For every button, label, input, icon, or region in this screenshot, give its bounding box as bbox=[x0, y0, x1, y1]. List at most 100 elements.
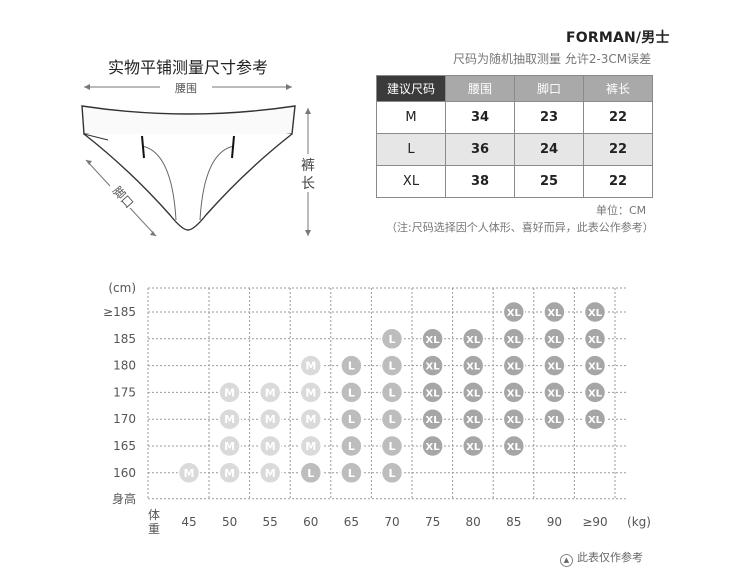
y-tick-label: 170 bbox=[113, 412, 136, 426]
size-bubble-xl bbox=[421, 434, 444, 458]
size-bubble-label: M bbox=[265, 440, 276, 453]
size-bubble-label: L bbox=[348, 360, 355, 373]
size-bubble-l bbox=[380, 407, 404, 431]
size-bubble-label: XL bbox=[426, 335, 441, 346]
size-bubble-xl bbox=[583, 381, 607, 404]
x-tick-label: 45 bbox=[181, 515, 196, 529]
x-tick-label: 50 bbox=[222, 515, 237, 529]
size-bubble-xl bbox=[461, 381, 485, 404]
size-bubble-xl bbox=[502, 327, 526, 351]
size-bubble-m bbox=[299, 354, 323, 377]
size-bubble-m bbox=[258, 407, 282, 431]
size-bubble-label: XL bbox=[507, 442, 522, 453]
size-cell: M bbox=[376, 101, 446, 134]
size-bubble-label: XL bbox=[426, 388, 441, 399]
x-tick-label: 60 bbox=[303, 515, 318, 529]
size-bubble-xl bbox=[502, 434, 526, 458]
size-bubble-label: XL bbox=[547, 335, 562, 346]
footnote-text: 此表仅作参考 bbox=[577, 551, 643, 564]
size-bubble-m bbox=[299, 381, 323, 404]
size-bubble-l bbox=[380, 461, 404, 485]
size-bubble-xl bbox=[583, 354, 607, 377]
size-bubble-label: XL bbox=[426, 442, 441, 453]
size-bubble-xl bbox=[421, 327, 444, 351]
length-label-2: 长 bbox=[301, 176, 315, 192]
y-tick-label: 185 bbox=[113, 332, 136, 346]
size-bubble-label: M bbox=[305, 386, 316, 399]
waist-label: 腰围 bbox=[175, 82, 197, 95]
size-bubble-label: XL bbox=[466, 415, 481, 426]
leg-cell: 24 bbox=[514, 133, 584, 166]
size-bubble-l bbox=[380, 381, 404, 404]
size-bubble-xl bbox=[421, 354, 444, 377]
length-cell: 22 bbox=[583, 165, 653, 198]
size-bubble-xl bbox=[461, 434, 485, 458]
unit-label: 单位：CM bbox=[596, 204, 647, 217]
size-cell: XL bbox=[376, 165, 446, 198]
header-waist: 腰围 bbox=[445, 75, 515, 102]
size-bubble-xl bbox=[543, 381, 566, 404]
length-cell: 22 bbox=[583, 101, 653, 134]
size-cell: L bbox=[376, 133, 446, 166]
size-bubble-l bbox=[380, 434, 404, 458]
table-row: M 34 23 22 bbox=[376, 101, 653, 134]
size-bubble-label: XL bbox=[507, 308, 522, 319]
size-bubble-label: XL bbox=[466, 442, 481, 453]
header-size: 建议尺码 bbox=[376, 75, 446, 102]
size-table-header: 建议尺码 腰围 脚口 裤长 bbox=[376, 75, 653, 102]
header-length: 裤长 bbox=[583, 75, 653, 102]
size-bubble-label: XL bbox=[507, 415, 522, 426]
x-tick-label: 90 bbox=[547, 515, 562, 529]
y-tick-label: ≥185 bbox=[103, 305, 136, 319]
x-axis-label: 重 bbox=[148, 522, 160, 536]
size-bubble-l bbox=[340, 354, 363, 377]
x-tick-label: 65 bbox=[344, 515, 359, 529]
size-bubble-xl bbox=[543, 327, 566, 351]
size-bubble-label: M bbox=[265, 467, 276, 480]
size-bubble-label: XL bbox=[547, 415, 562, 426]
size-bubble-label: L bbox=[388, 413, 395, 426]
size-bubble-label: M bbox=[305, 360, 316, 373]
length-label-1: 裤 bbox=[301, 158, 315, 174]
size-bubble-l bbox=[340, 407, 363, 431]
size-bubble-m bbox=[218, 381, 241, 404]
size-bubble-label: XL bbox=[426, 362, 441, 373]
size-bubble-xl bbox=[421, 407, 444, 431]
size-bubble-xl bbox=[583, 300, 607, 324]
y-tick-label: 160 bbox=[113, 466, 136, 480]
y-tick-label: 180 bbox=[113, 359, 136, 373]
size-bubble-l bbox=[299, 461, 323, 485]
diagram-title: 实物平铺测量尺寸参考 bbox=[108, 58, 269, 77]
size-bubble-label: XL bbox=[547, 362, 562, 373]
size-bubble-label: L bbox=[348, 386, 355, 399]
size-bubble-label: L bbox=[388, 467, 395, 480]
size-bubble-m bbox=[299, 407, 323, 431]
size-bubble-label: M bbox=[305, 413, 316, 426]
size-bubble-xl bbox=[502, 354, 526, 377]
size-bubble-label: XL bbox=[588, 308, 603, 319]
length-cell: 22 bbox=[583, 133, 653, 166]
size-bubble-xl bbox=[502, 381, 526, 404]
size-bubble-label: M bbox=[224, 467, 235, 480]
size-bubble-l bbox=[380, 354, 404, 377]
y-axis-label: 身高 bbox=[112, 491, 136, 506]
briefs-diagram: 腰围 脚口 裤 长 bbox=[81, 82, 315, 237]
x-tick-label: 85 bbox=[506, 515, 521, 529]
x-tick-label: 55 bbox=[263, 515, 278, 529]
size-bubble-label: XL bbox=[507, 388, 522, 399]
size-bubble-label: M bbox=[184, 467, 195, 480]
size-bubble-xl bbox=[461, 354, 485, 377]
size-bubble-m bbox=[258, 461, 282, 485]
leg-opening-label: 脚口 bbox=[110, 183, 137, 211]
size-bubble-label: L bbox=[348, 440, 355, 453]
size-bubble-xl bbox=[461, 407, 485, 431]
leg-cell: 25 bbox=[514, 165, 584, 198]
size-bubble-m bbox=[177, 461, 201, 485]
size-bubble-label: L bbox=[307, 467, 314, 480]
size-bubble-label: L bbox=[348, 413, 355, 426]
size-bubble-label: L bbox=[388, 386, 395, 399]
size-bubble-label: L bbox=[388, 333, 395, 346]
size-bubble-l bbox=[380, 327, 404, 351]
footnote: ▲此表仅作参考 bbox=[560, 549, 643, 567]
size-bubble-label: L bbox=[348, 467, 355, 480]
